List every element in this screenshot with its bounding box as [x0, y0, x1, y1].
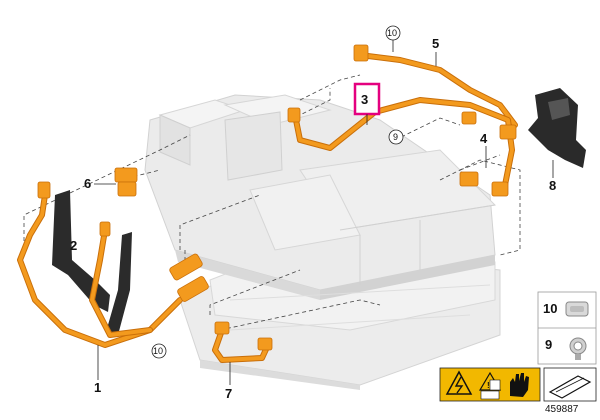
battery-pack [144, 94, 501, 390]
callout-8: 8 [549, 178, 556, 193]
reference-number: 459887 [545, 404, 579, 415]
svg-text:!: ! [487, 381, 490, 390]
callout-5: 5 [432, 36, 439, 51]
insulated-tool-icon [548, 375, 592, 399]
callouts: 1 2 3 4 5 6 7 8 9 10 10 [70, 25, 556, 401]
callout-4: 4 [480, 131, 488, 146]
callout-2: 2 [70, 238, 77, 253]
warning-labels: ! [439, 367, 597, 402]
clip-icon [565, 301, 589, 317]
manual-warning-icon: ! [478, 371, 502, 400]
callout-10-bottom: 10 [153, 346, 163, 356]
bracket-right [528, 88, 586, 168]
callout-6: 6 [84, 176, 91, 191]
connectors [37, 44, 517, 351]
leader-lines [23, 74, 521, 331]
legend-label-10: 10 [543, 301, 557, 316]
hand-protection-icon [510, 373, 529, 397]
callout-10-top: 10 [387, 28, 397, 38]
highlight-box [353, 82, 381, 116]
high-voltage-warning-icon [445, 370, 473, 395]
callout-7: 7 [225, 386, 232, 401]
bracket-left [52, 190, 132, 335]
callout-9: 9 [393, 132, 398, 142]
legend-label-9: 9 [545, 337, 552, 352]
callout-1: 1 [94, 380, 101, 395]
legend-box: 10 9 [537, 291, 597, 365]
hv-cables [17, 52, 518, 363]
cable-tie-icon [569, 337, 587, 360]
callout-3: 3 [361, 92, 368, 107]
